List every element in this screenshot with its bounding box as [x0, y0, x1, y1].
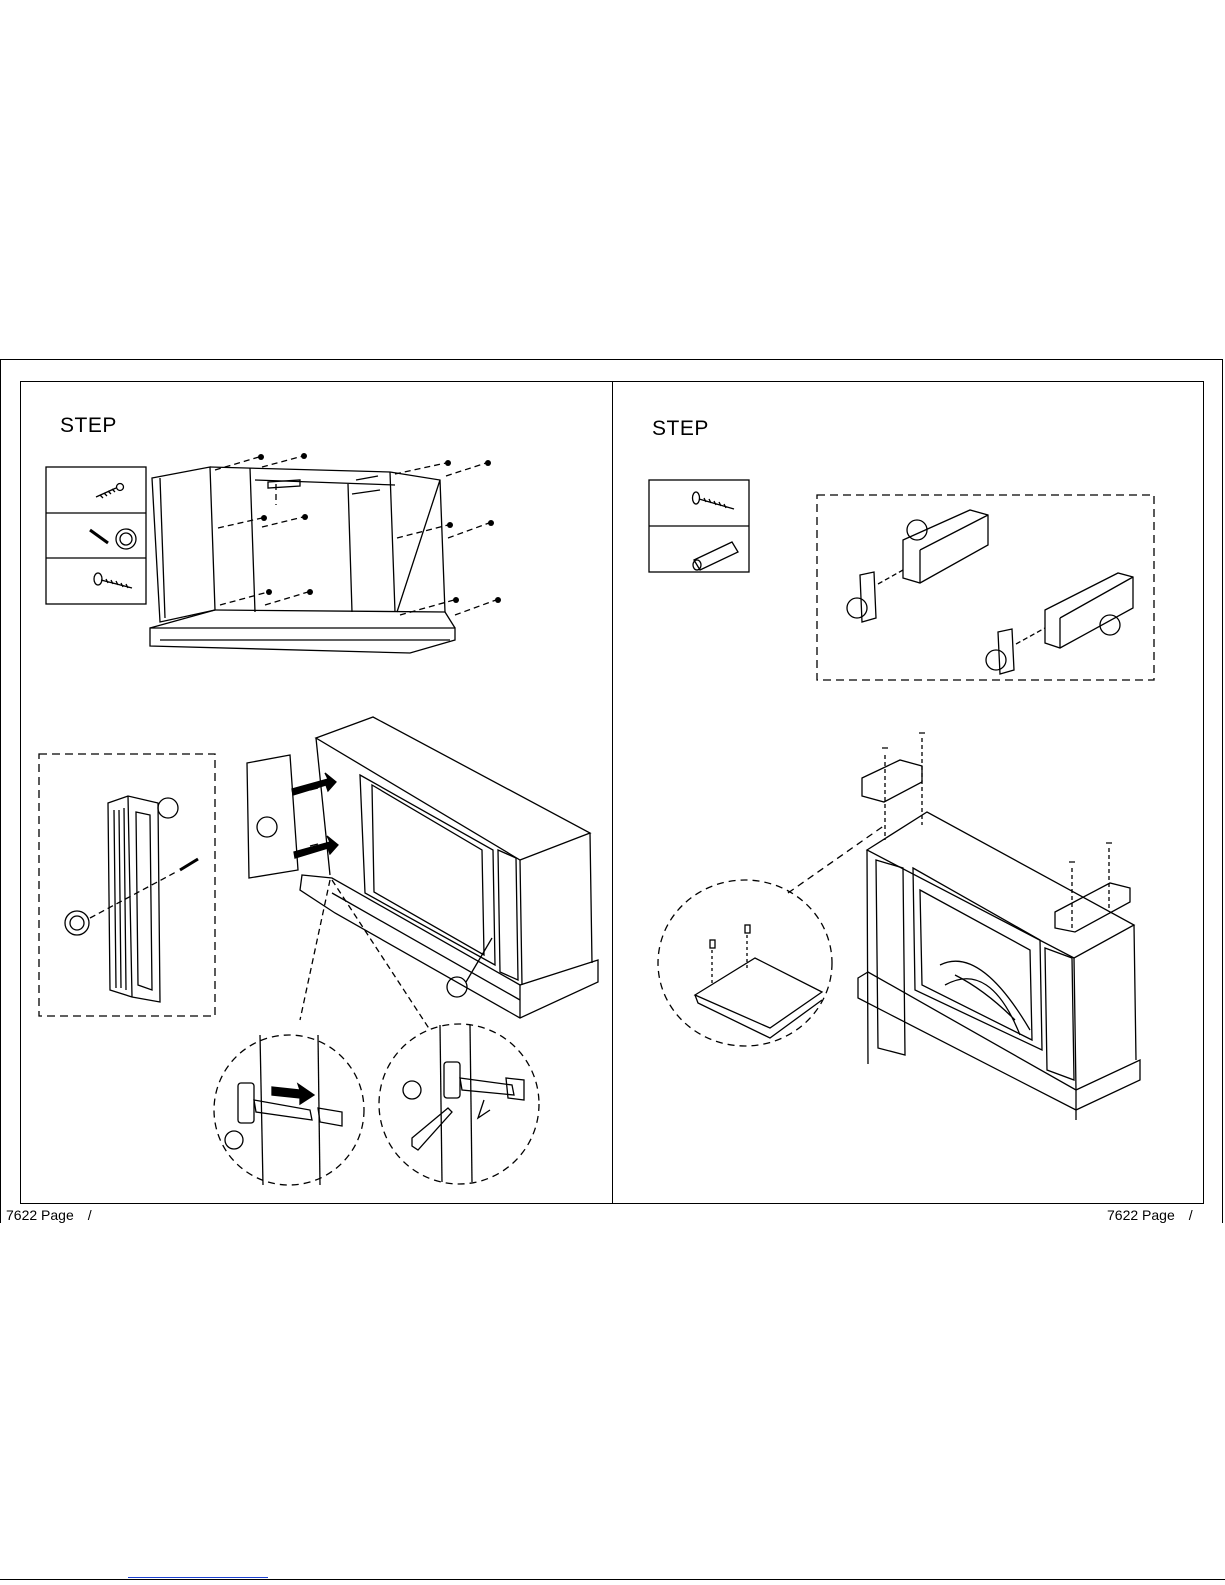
fireplace-diagram [858, 733, 1140, 1120]
footer-left: 7622 Page / [6, 1207, 92, 1223]
rail-assembly-box [817, 495, 1154, 680]
dowel-detail [658, 825, 885, 1046]
hinge-detail-2 [379, 1024, 539, 1184]
footer-right: 7622 Page / [1107, 1207, 1193, 1223]
blue-link-underline[interactable] [128, 1577, 268, 1578]
hardware-list-right [649, 480, 749, 572]
knob-detail-box [39, 754, 215, 1016]
screw-icon [96, 484, 124, 499]
wood-screw-icon [693, 492, 735, 509]
wood-screw-icon [94, 573, 132, 588]
hinge-detail-1 [214, 1035, 364, 1185]
footer-right-text: 7622 Page [1107, 1207, 1175, 1223]
cabinet-door-diagram [247, 717, 598, 1030]
hardware-list-left [46, 467, 146, 604]
footer-left-slash: / [88, 1207, 92, 1223]
footer-left-text: 7622 Page [6, 1207, 74, 1223]
bolt-and-knob-icon [90, 529, 136, 549]
footer-right-slash: / [1189, 1207, 1193, 1223]
bottom-rule [0, 1579, 1225, 1580]
dowel-icon [693, 542, 738, 570]
cabinet-frame-diagram [150, 453, 501, 653]
